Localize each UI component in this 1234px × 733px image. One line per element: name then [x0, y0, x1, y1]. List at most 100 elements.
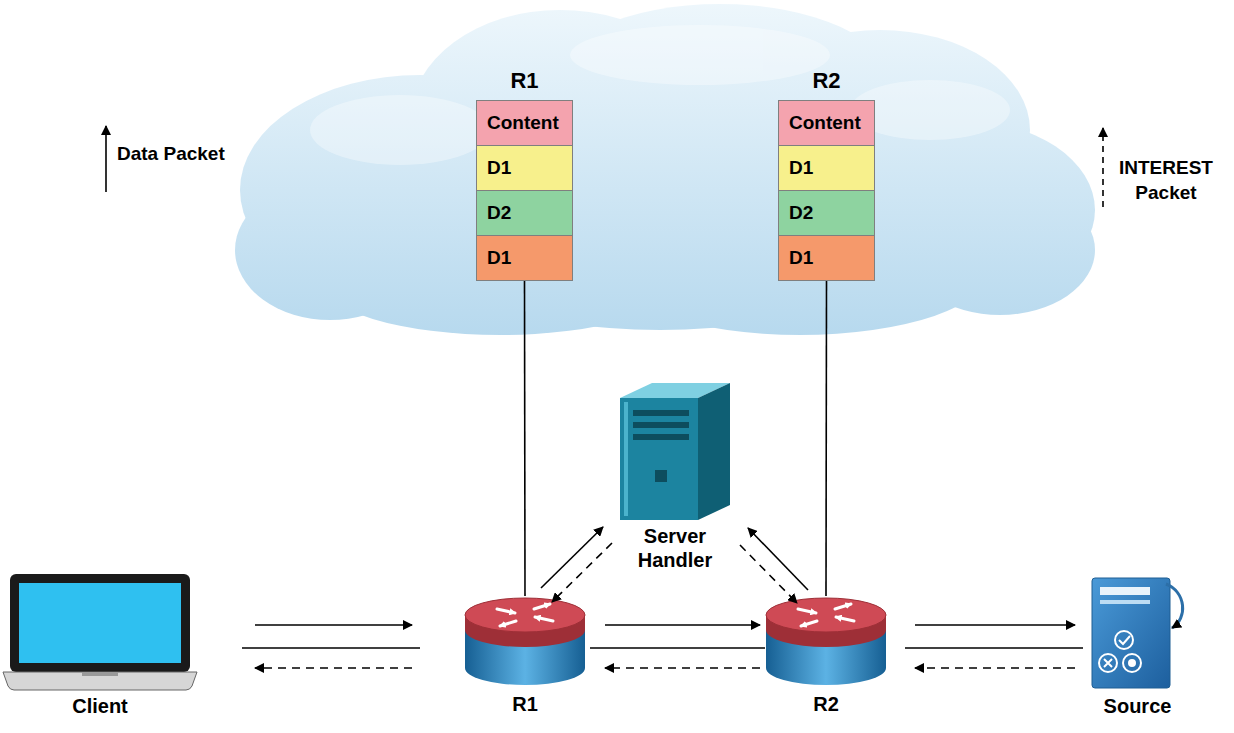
interest-arrow [605, 667, 760, 669]
cloud-highlight [310, 25, 1010, 165]
router-node: R2 [761, 590, 891, 716]
table-cell: D2 [476, 190, 573, 236]
legend-item: Data Packet [117, 141, 257, 166]
refresh-arrow [1166, 584, 1183, 628]
laptop-base [3, 672, 197, 690]
interest-arrow [552, 543, 612, 602]
router-arrow [500, 621, 516, 626]
router-arrow [801, 621, 817, 626]
server-tower-icon [620, 383, 730, 520]
dashed-arrow-sample [1102, 128, 1104, 207]
drive-slot [633, 434, 689, 440]
table-cell: D1 [476, 235, 573, 281]
laptop-bezel [10, 574, 190, 672]
server-box [1092, 578, 1170, 688]
check-circle [1115, 631, 1133, 649]
router-arrows [497, 604, 553, 626]
cloud [235, 4, 1095, 335]
interest-arrow [915, 667, 1075, 669]
router-arrow [535, 617, 553, 621]
cell-text: Content [487, 101, 559, 145]
legend-item: INTEREST Packet [1110, 155, 1222, 205]
link-line [825, 281, 827, 596]
table-cell: D2 [778, 190, 875, 236]
laptop-notch [82, 672, 118, 676]
cell-text: Content [789, 101, 861, 145]
table-cell: D1 [778, 145, 875, 191]
laptop-icon [3, 574, 197, 690]
data-arrow [255, 624, 412, 626]
cloud-lobe [320, 225, 680, 335]
legend-text: INTEREST Packet [1110, 155, 1222, 205]
router-top [766, 598, 886, 632]
link-line [905, 647, 1083, 649]
source-server-icon [1092, 578, 1183, 688]
server-slot [1100, 587, 1150, 595]
cross-circle [1099, 654, 1117, 672]
dot-circle [1123, 654, 1141, 672]
data-arrow [605, 624, 760, 626]
drive-slot [633, 422, 689, 428]
interest-arrow [255, 667, 412, 669]
tower-side [698, 383, 730, 520]
router-arrow [835, 604, 851, 609]
source-node: Source [1080, 572, 1195, 718]
cell-text: D2 [487, 191, 511, 235]
router-top [465, 598, 585, 632]
cloud-lobe [905, 185, 1095, 315]
cross-mark [1104, 659, 1112, 667]
cell-text: D1 [487, 146, 511, 190]
table-cell: D1 [778, 235, 875, 281]
tower-front [620, 398, 698, 520]
data-arrow [748, 528, 808, 590]
router-arrow [836, 617, 854, 621]
link-line [524, 281, 526, 596]
laptop-screen [19, 583, 181, 663]
router-icon [465, 598, 585, 685]
device-label: R1 [460, 692, 590, 716]
legend-text: Data Packet [117, 141, 257, 166]
drive-slot [633, 410, 689, 416]
router-arrows [798, 604, 854, 626]
device-label: Client [0, 694, 200, 718]
content-store-table: R2ContentD1D2D1 [778, 66, 875, 281]
cloud-highlight [570, 25, 830, 85]
check-mark [1119, 636, 1130, 644]
router-node: R1 [460, 590, 590, 716]
table-cell: Content [476, 100, 573, 146]
router-arrow [798, 609, 816, 613]
router-icon [766, 598, 886, 685]
cell-text: D1 [487, 236, 511, 280]
content-store-table: R1ContentD1D2D1 [476, 66, 573, 281]
dot [1129, 660, 1135, 666]
cell-text: D2 [789, 191, 813, 235]
device-label: Server Handler [625, 524, 725, 572]
table-cell: Content [778, 100, 875, 146]
connectors [242, 281, 1083, 668]
table-title: R2 [778, 66, 875, 96]
server-node: Server Handler [605, 378, 745, 572]
status-icons [1099, 631, 1141, 672]
data-arrow [541, 527, 603, 588]
table-title: R1 [476, 66, 573, 96]
cell-text: D1 [789, 146, 813, 190]
tower-highlight [624, 402, 628, 516]
link-line [590, 647, 765, 649]
cloud-highlight [310, 95, 490, 165]
link-line [242, 647, 420, 649]
interest-arrow [740, 545, 797, 603]
router-arrow [497, 609, 515, 613]
solid-arrow-sample [105, 126, 107, 192]
data-arrow [915, 624, 1075, 626]
device-label: Source [1080, 694, 1195, 718]
table-cell: D1 [476, 145, 573, 191]
client-node: Client [0, 570, 200, 718]
cell-text: D1 [789, 236, 813, 280]
power-button [655, 470, 667, 482]
router-arrow [534, 604, 550, 609]
device-label: R2 [761, 692, 891, 716]
server-slot [1100, 600, 1150, 604]
